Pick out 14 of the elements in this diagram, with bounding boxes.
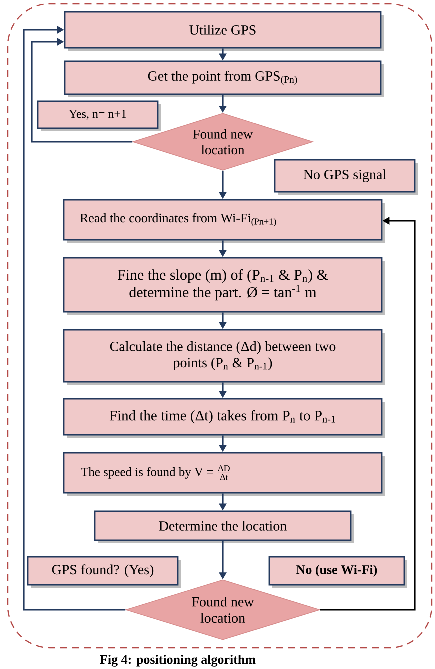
note-box: No (use Wi-Fi): [268, 556, 408, 588]
process-box: Calculate the distance (Δd) between two points (P$_{n}$ & P$_{n-1}$): [63, 329, 385, 385]
process-box: Determine the location: [94, 510, 354, 544]
process-box: Read the coordinates from Wi-Fi$_{(Pn+1)}$: [63, 199, 385, 243]
process-box: Find the time (Δt) takes from P$_{n}$ to P$_{n-1}$: [63, 398, 385, 438]
arrow: [23, 26, 126, 611]
note-box: Yes, n= n+1: [37, 100, 161, 132]
caption: Fig 4: positioning algorithm: [100, 654, 256, 667]
process-box: Utilize GPS: [64, 11, 384, 51]
note-box: GPS found? (Yes): [27, 556, 181, 588]
process-box: Fine the slope (m) of (P$_{n-1}$ & P$_{n}$) & determine the part. Ø = tan$^{-1}$ m: [63, 257, 385, 315]
process-box: Get the point from GPS$_{(Pn)}$: [64, 60, 384, 98]
note-box: No GPS signal: [274, 159, 418, 195]
arrow: [31, 38, 133, 143]
